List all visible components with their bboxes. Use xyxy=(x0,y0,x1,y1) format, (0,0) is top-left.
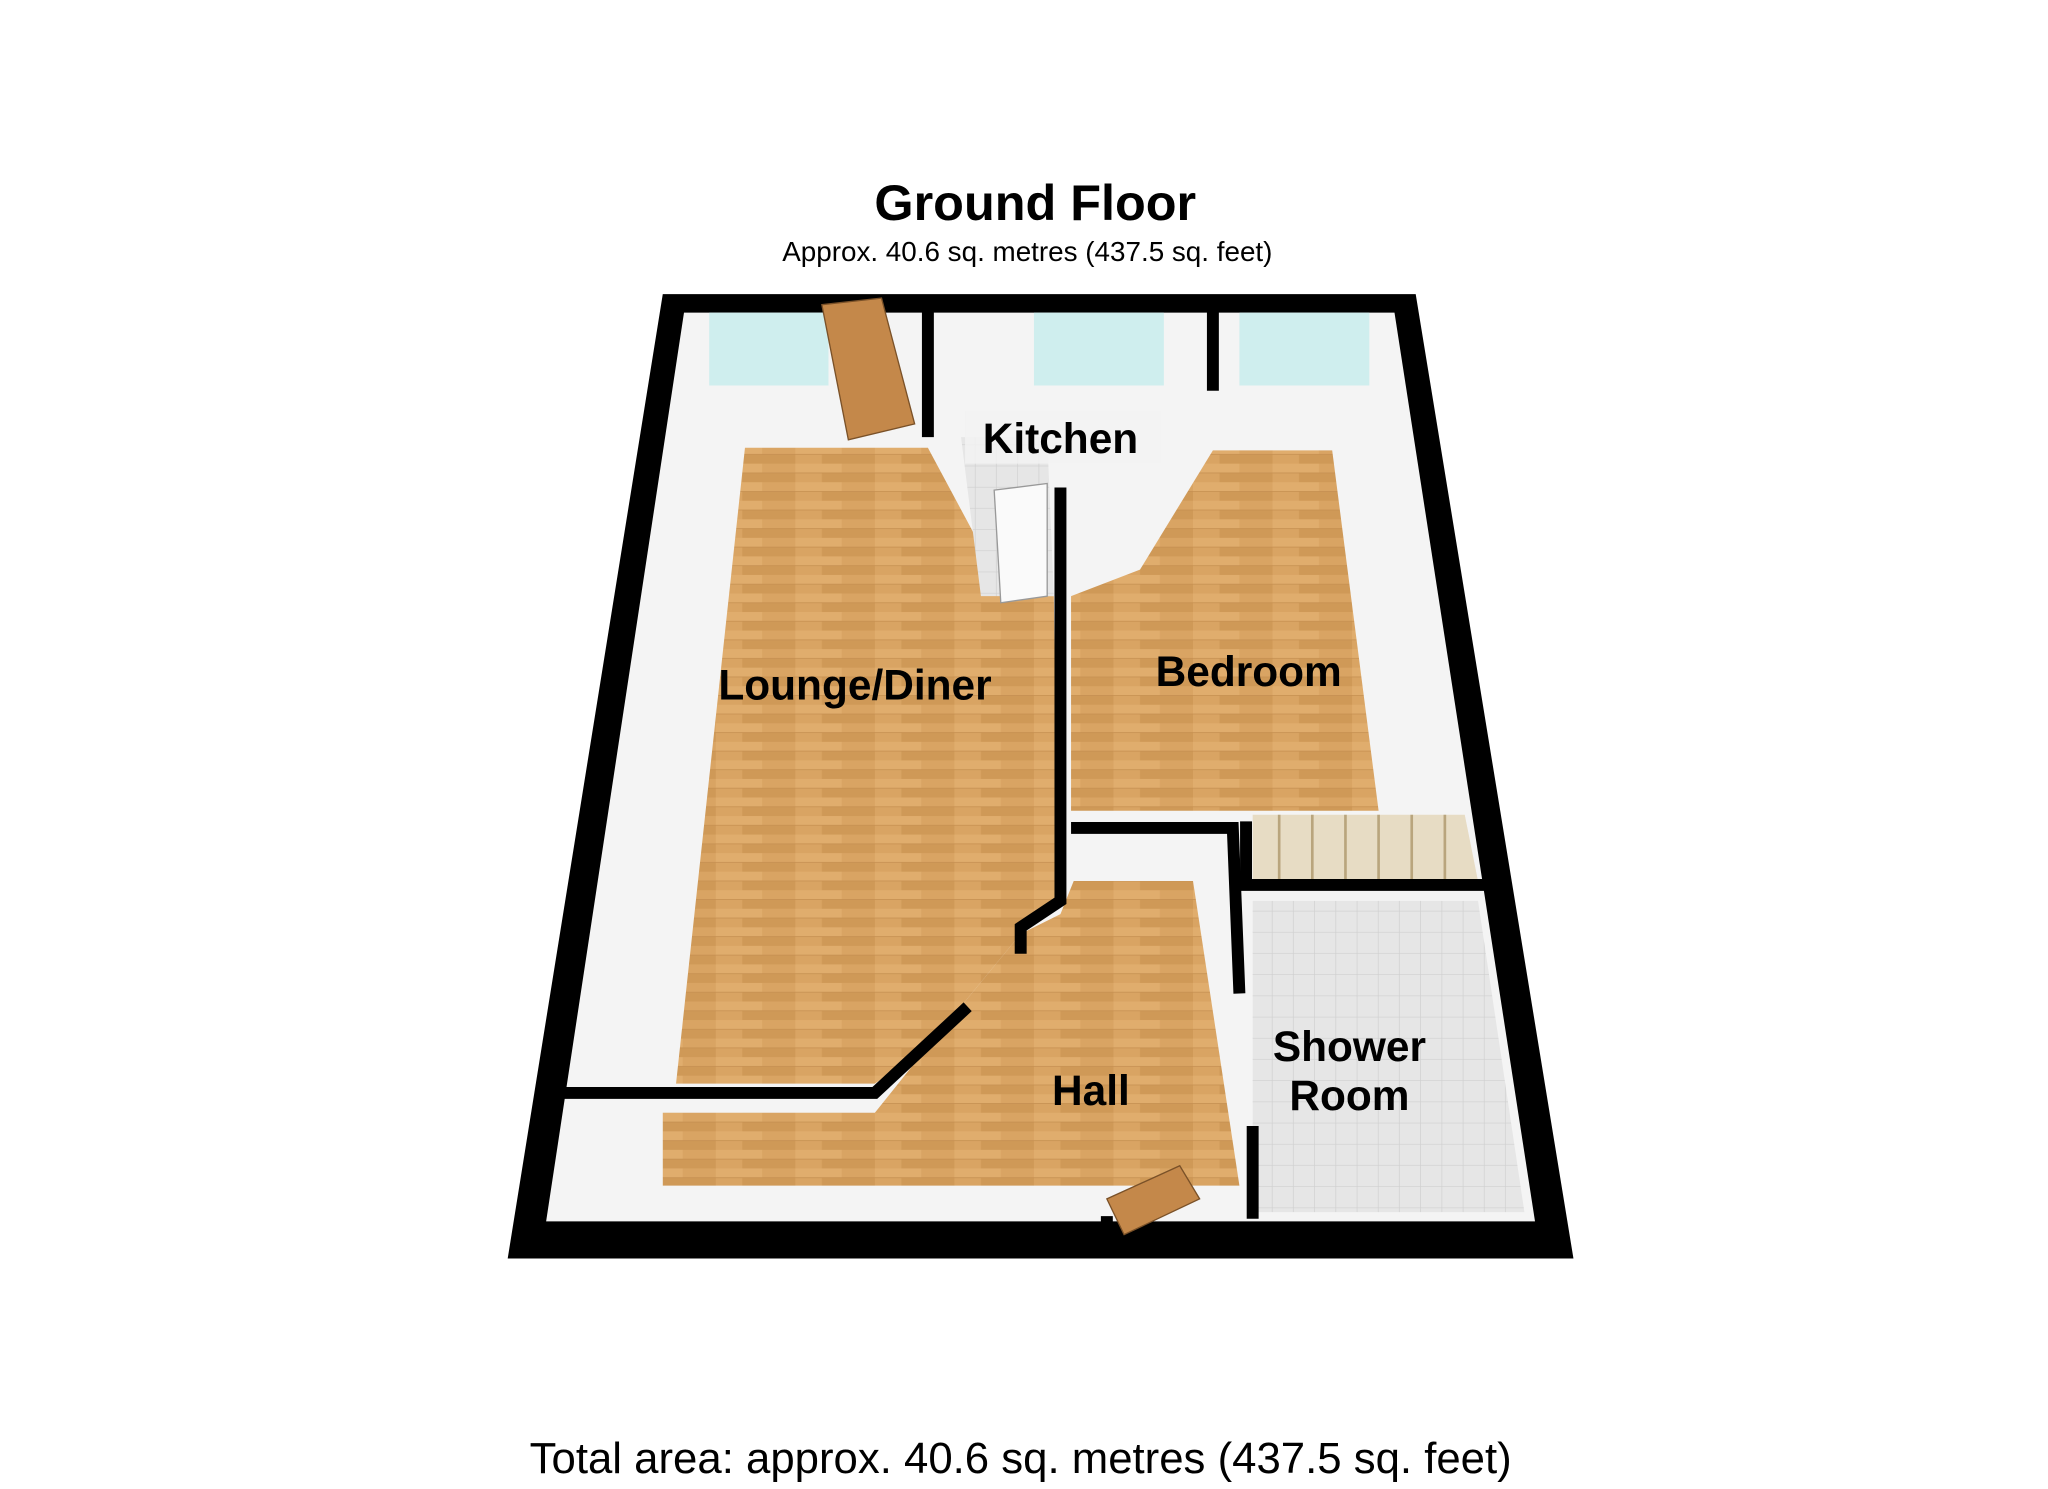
room-label-kitchen: Kitchen xyxy=(983,415,1139,462)
floor-title: Ground Floor xyxy=(874,174,1196,231)
room-label-shower-room-line2: Room xyxy=(1289,1072,1409,1119)
kitchen-units xyxy=(993,482,1048,604)
stair-steps xyxy=(1277,814,1447,881)
room-label-lounge-diner: Lounge/Diner xyxy=(718,661,991,708)
stairs xyxy=(1252,814,1479,881)
hall-floor xyxy=(662,880,1240,1186)
bedroom-floor xyxy=(1071,450,1379,811)
shower-room-floor xyxy=(1252,900,1525,1213)
entrance-door xyxy=(1105,1164,1201,1236)
lounge-floor xyxy=(676,447,1058,1084)
window xyxy=(709,312,829,386)
total-area: Total area: approx. 40.6 sq. metres (437… xyxy=(530,1434,1512,1483)
floor-area-subtitle: Approx. 40.6 sq. metres (437.5 sq. feet) xyxy=(782,236,1272,267)
interior-walls xyxy=(563,304,1485,1259)
room-label-bedroom: Bedroom xyxy=(1156,648,1342,695)
front-door xyxy=(821,297,916,441)
window xyxy=(1033,312,1164,386)
window xyxy=(1239,312,1370,386)
room-label-shower-room-line1: Shower xyxy=(1273,1023,1426,1070)
room-label-hall: Hall xyxy=(1052,1067,1130,1114)
